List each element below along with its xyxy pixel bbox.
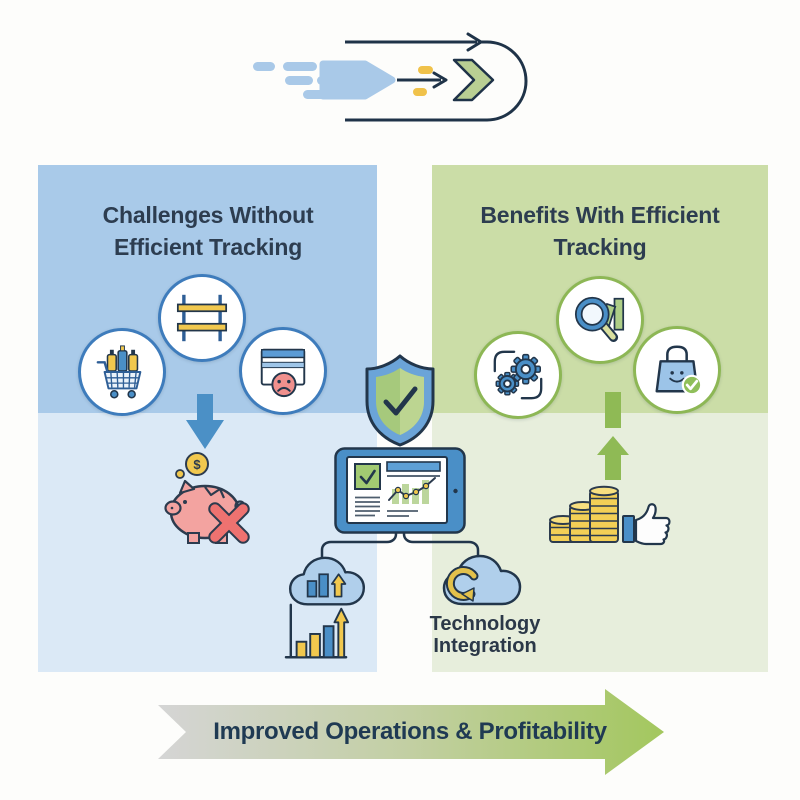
improvement-banner-label: Improved Operations & Profitability [213, 718, 607, 745]
up-arrow-icon [597, 392, 629, 480]
shopping-bag-icon [655, 345, 703, 396]
empty-shelf-circle [158, 274, 246, 362]
cloud-bar-chart-icon [288, 556, 366, 606]
cloud-sync-icon [442, 554, 522, 606]
technology-integration-label: Technology Integration [429, 613, 541, 657]
magnifier-chart-icon [574, 296, 625, 342]
coin-icon [185, 452, 209, 476]
benefits-title: Benefits With Efficient Tracking [480, 202, 720, 260]
analytics-magnifier-circle [556, 276, 644, 364]
shopping-cart-icon [96, 345, 142, 399]
empty-shelf-icon [176, 294, 228, 342]
growth-bar-chart-icon [284, 603, 350, 659]
flow-loop-curve [345, 40, 528, 122]
improvement-banner-arrow [158, 689, 664, 775]
blue-speed-arrow [319, 60, 396, 100]
overstocked-cart-circle [78, 328, 166, 416]
dashboard-tablet-icon [334, 447, 466, 534]
unhappy-customer-icon [260, 348, 306, 398]
red-x-icon [208, 502, 250, 544]
yellow-dashes [413, 66, 433, 96]
tablet-camera-dot [453, 488, 458, 494]
fast-forward-flow-icon [253, 32, 528, 122]
gears-icon [493, 350, 543, 400]
coin-stacks-icon [549, 485, 619, 543]
green-chevron-icon [452, 58, 495, 102]
down-arrow-icon [186, 394, 224, 449]
connector-lines [320, 528, 480, 564]
happy-customer-circle [633, 326, 721, 414]
thumbs-up-icon [622, 503, 671, 546]
automation-gears-circle [474, 331, 562, 419]
coin-symbol: $ [193, 457, 201, 472]
unhappy-customer-circle [239, 327, 327, 415]
challenges-title: Challenges Without Efficient Tracking [102, 202, 314, 260]
small-arrow-head [432, 71, 448, 89]
security-shield-icon [365, 354, 435, 447]
tablet-chart-points [394, 482, 430, 500]
